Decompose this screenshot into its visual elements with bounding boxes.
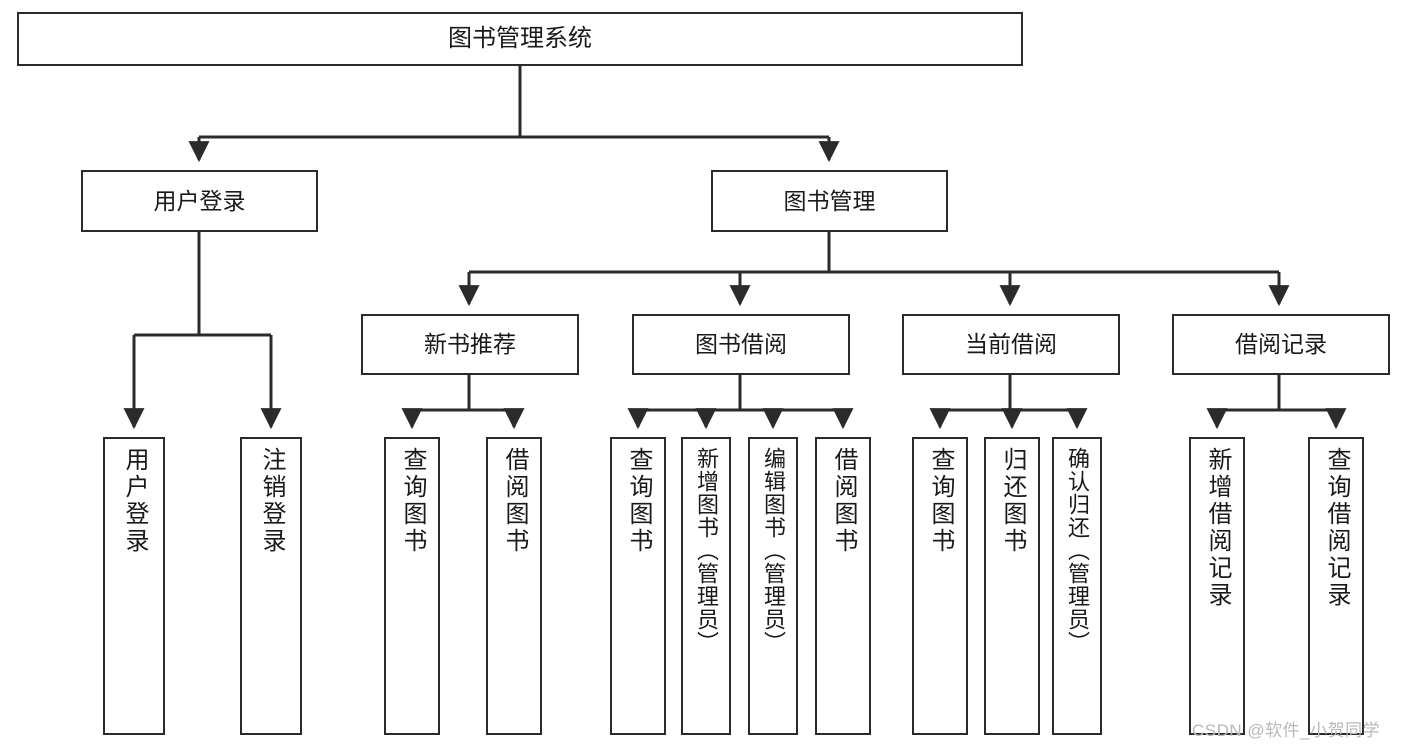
node-leaf-query-book-3-label: 查询图书 <box>927 447 954 555</box>
node-leaf-edit-book-admin[interactable]: 编辑图书（管理员） <box>748 437 798 735</box>
node-leaf-add-record-label: 新增借阅记录 <box>1204 447 1231 609</box>
node-leaf-user-login-label: 用户登录 <box>121 447 148 555</box>
node-leaf-logout[interactable]: 注销登录 <box>240 437 302 735</box>
node-leaf-query-book-1-label: 查询图书 <box>399 447 426 555</box>
node-book-manage-label: 图书管理 <box>783 187 876 214</box>
node-book-borrow[interactable]: 图书借阅 <box>632 314 850 375</box>
node-new-book-rec-label: 新书推荐 <box>424 331 516 358</box>
node-leaf-borrow-book-2[interactable]: 借阅图书 <box>815 437 871 735</box>
node-leaf-query-record[interactable]: 查询借阅记录 <box>1308 437 1364 735</box>
node-leaf-confirm-return[interactable]: 确认归还（管理员） <box>1052 437 1102 735</box>
node-leaf-add-record[interactable]: 新增借阅记录 <box>1189 437 1245 735</box>
node-leaf-add-book-admin[interactable]: 新增图书（管理员） <box>681 437 731 735</box>
node-leaf-borrow-book-1[interactable]: 借阅图书 <box>486 437 542 735</box>
node-user-login[interactable]: 用户登录 <box>81 170 318 232</box>
node-borrow-record[interactable]: 借阅记录 <box>1172 314 1390 375</box>
node-leaf-query-book-3[interactable]: 查询图书 <box>912 437 968 735</box>
node-user-login-label: 用户登录 <box>153 187 246 214</box>
node-leaf-query-book-2-label: 查询图书 <box>625 447 652 555</box>
node-root[interactable]: 图书管理系统 <box>17 12 1023 66</box>
node-leaf-user-login[interactable]: 用户登录 <box>103 437 165 735</box>
node-leaf-logout-label: 注销登录 <box>258 447 285 555</box>
node-leaf-query-book-1[interactable]: 查询图书 <box>384 437 440 735</box>
node-current-borrow-label: 当前借阅 <box>965 331 1057 358</box>
node-borrow-record-label: 借阅记录 <box>1235 331 1327 358</box>
node-new-book-rec[interactable]: 新书推荐 <box>361 314 579 375</box>
node-leaf-return-book[interactable]: 归还图书 <box>984 437 1040 735</box>
node-leaf-add-book-admin-label: 新增图书（管理员） <box>694 447 719 654</box>
node-book-borrow-label: 图书借阅 <box>695 331 787 358</box>
node-leaf-confirm-return-label: 确认归还（管理员） <box>1065 447 1090 654</box>
node-current-borrow[interactable]: 当前借阅 <box>902 314 1120 375</box>
node-root-label: 图书管理系统 <box>448 25 592 53</box>
node-leaf-query-book-2[interactable]: 查询图书 <box>610 437 666 735</box>
node-book-manage[interactable]: 图书管理 <box>711 170 948 232</box>
node-leaf-borrow-book-1-label: 借阅图书 <box>501 447 528 555</box>
node-leaf-return-book-label: 归还图书 <box>999 447 1026 555</box>
node-leaf-borrow-book-2-label: 借阅图书 <box>830 447 857 555</box>
csdn-watermark: CSDN @软件_小贺同学 <box>1192 721 1381 740</box>
node-leaf-edit-book-admin-label: 编辑图书（管理员） <box>761 447 786 654</box>
node-leaf-query-record-label: 查询借阅记录 <box>1323 447 1350 609</box>
